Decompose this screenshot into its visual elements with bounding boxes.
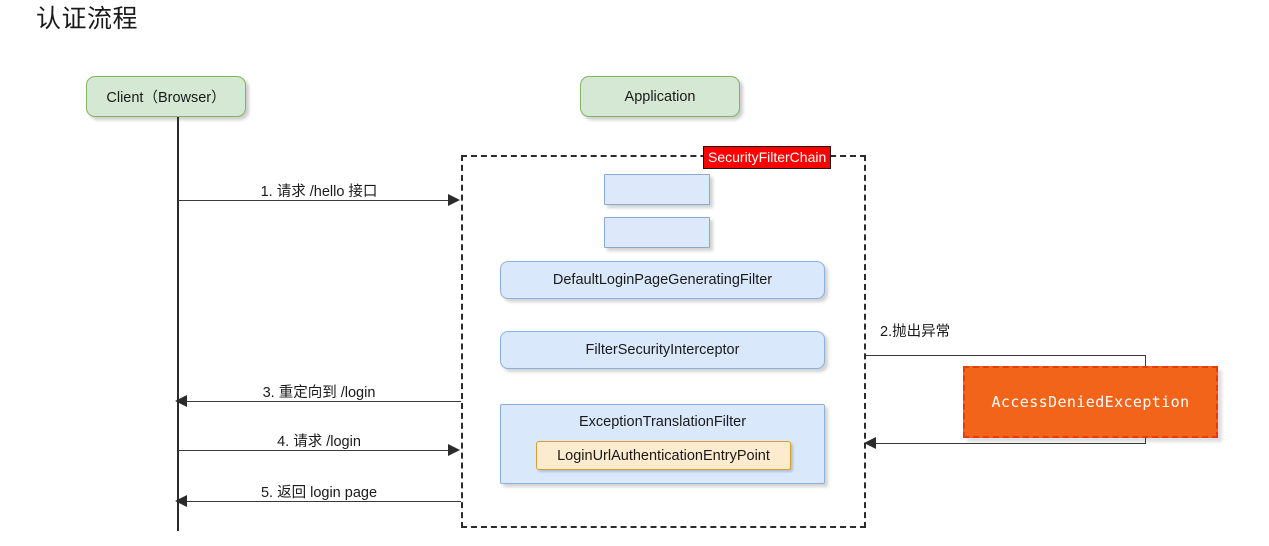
message-4-label: 4. 请求 /login [277,434,361,450]
security-filter-chain-container [461,155,866,528]
message-1-label: 1. 请求 /hello 接口 [260,184,378,200]
actor-application-label: Application [624,88,696,105]
actor-application-box: Application [580,76,740,117]
filter-box-empty-1 [604,174,710,205]
filter-box-filter-security-interceptor: FilterSecurityInterceptor [500,331,825,369]
message-5-line [178,501,461,502]
message-3-line [178,401,461,402]
client-lifeline [177,117,180,531]
message-2-label: 2.抛出异常 [880,324,951,340]
filter-label: FilterSecurityInterceptor [585,342,740,358]
message-2-line-bottom [866,443,1146,444]
message-1-arrowhead [448,194,460,206]
security-filter-chain-label: SecurityFilterChain [703,146,832,169]
access-denied-exception-label: AccessDeniedException [991,393,1190,411]
message-4-line [178,450,458,451]
filter-box-exception-translation-filter: ExceptionTranslationFilter LoginUrlAuthe… [500,404,825,484]
message-5-arrowhead [175,495,187,507]
message-1-line [178,200,458,201]
filter-label: ExceptionTranslationFilter [578,414,747,430]
filter-box-empty-2 [604,217,710,248]
actor-client-box: Client（Browser） [86,76,246,117]
login-url-authentication-entry-point-box: LoginUrlAuthenticationEntryPoint [536,441,791,470]
page-title: 认证流程 [36,5,139,33]
message-4-arrowhead [448,444,460,456]
entry-point-label: LoginUrlAuthenticationEntryPoint [557,447,770,464]
actor-client-label: Client（Browser） [106,90,226,106]
message-3-label: 3. 重定向到 /login [262,385,376,401]
message-3-arrowhead [175,395,187,407]
message-2-arrowhead [864,437,876,449]
filter-label: DefaultLoginPageGeneratingFilter [552,272,773,288]
message-5-label: 5. 返回 login page [260,485,378,501]
access-denied-exception-box: AccessDeniedException [963,366,1218,438]
message-2-line-top [866,355,1146,356]
filter-box-default-login-page-generating-filter: DefaultLoginPageGeneratingFilter [500,261,825,299]
